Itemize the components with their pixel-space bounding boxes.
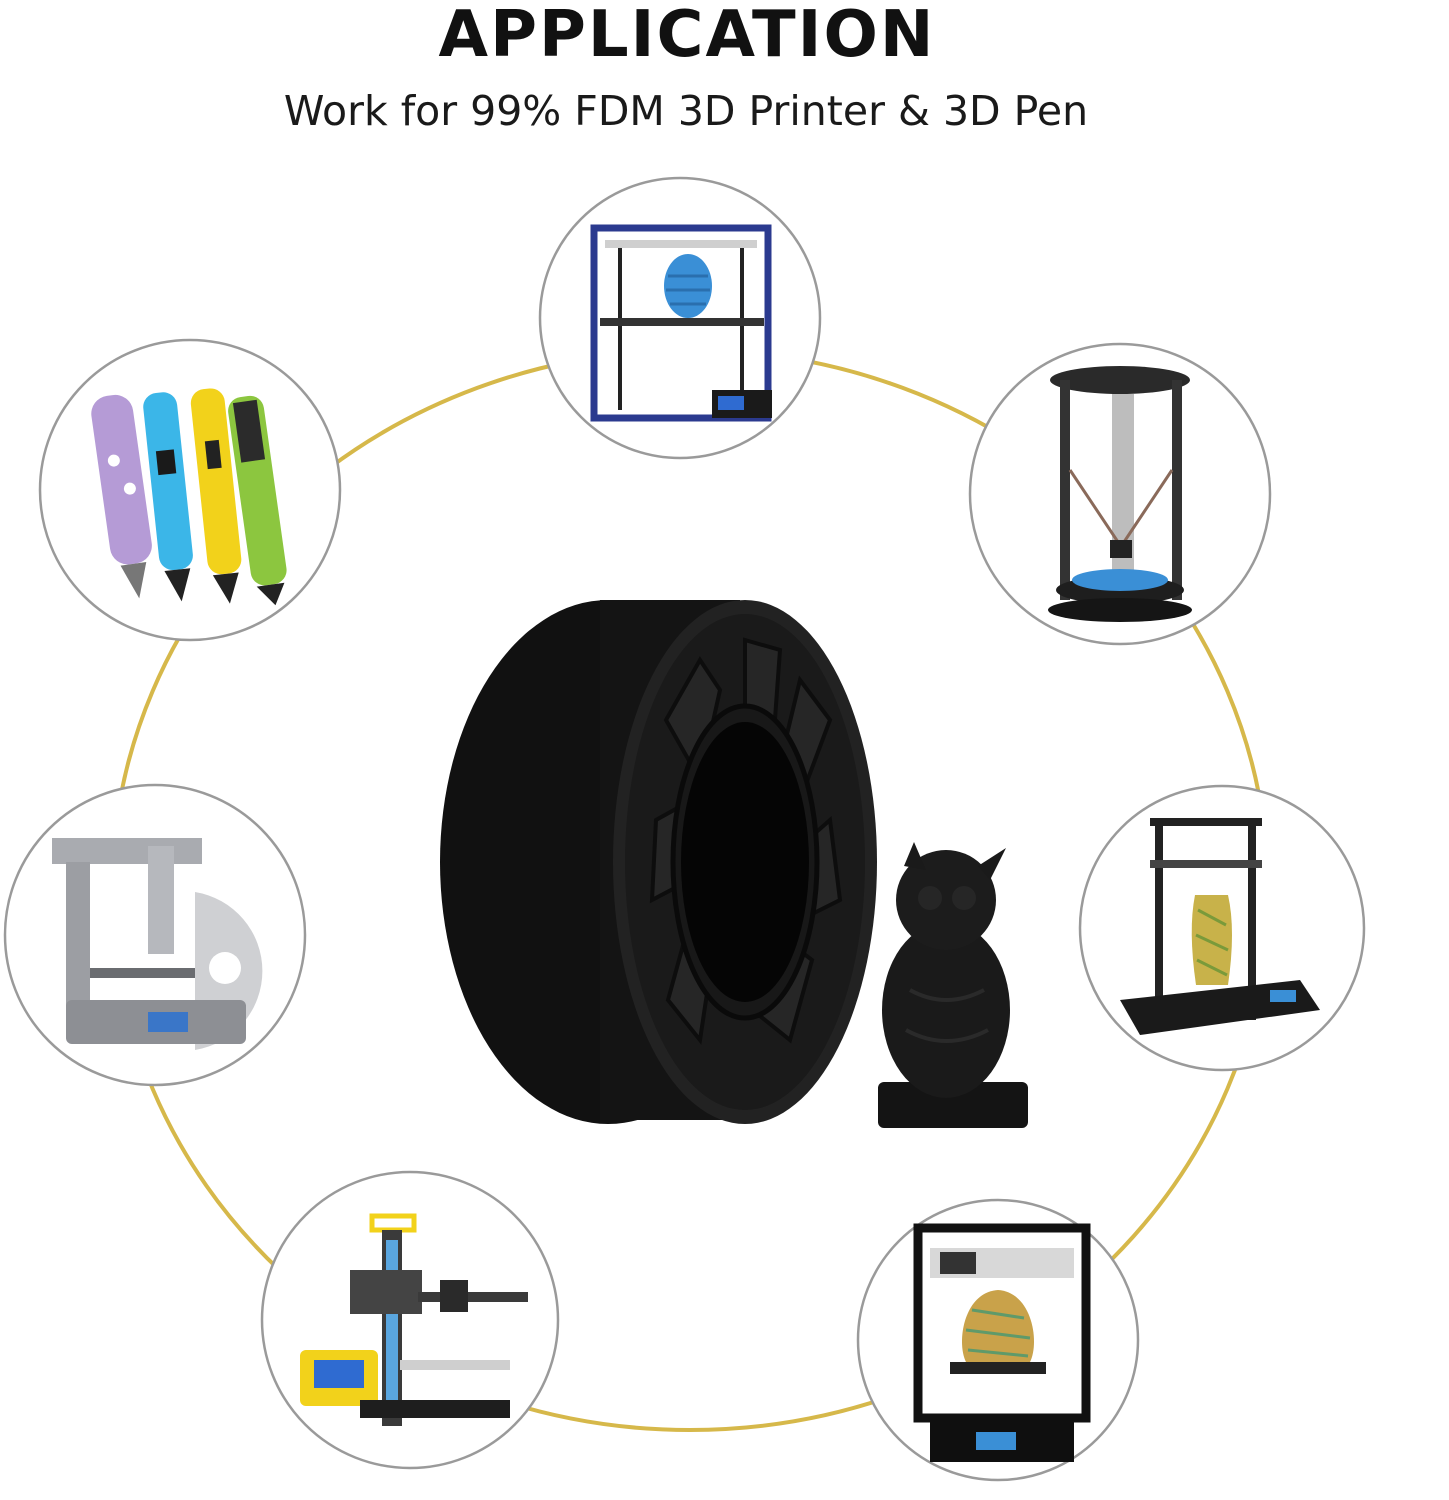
enclosed-printer-image <box>52 838 263 1050</box>
boxed-printer-image <box>913 1223 1091 1462</box>
filament-spool-image <box>440 600 877 1124</box>
owl-figurine-image <box>878 842 1028 1128</box>
page-title: APPLICATION <box>438 0 936 72</box>
delta-printer-image <box>1048 366 1192 622</box>
cartesian-printer-image <box>1120 818 1320 1035</box>
printer-circle-bottom-right <box>856 1198 1140 1482</box>
mini-printer-image <box>300 1213 528 1426</box>
page-subtitle: Work for 99% FDM 3D Printer & 3D Pen <box>283 87 1089 135</box>
printer-circle-bottom-left <box>260 1170 560 1470</box>
printer-circle-mid-right <box>1078 784 1366 1072</box>
printer-circle-mid-left <box>3 783 307 1087</box>
printer-circle-top <box>538 176 822 460</box>
box-frame-printer-image <box>590 224 772 422</box>
printer-circle-upper-right <box>968 342 1272 646</box>
3d-pens-image <box>91 388 287 606</box>
pen-circle-upper-left <box>38 338 342 642</box>
